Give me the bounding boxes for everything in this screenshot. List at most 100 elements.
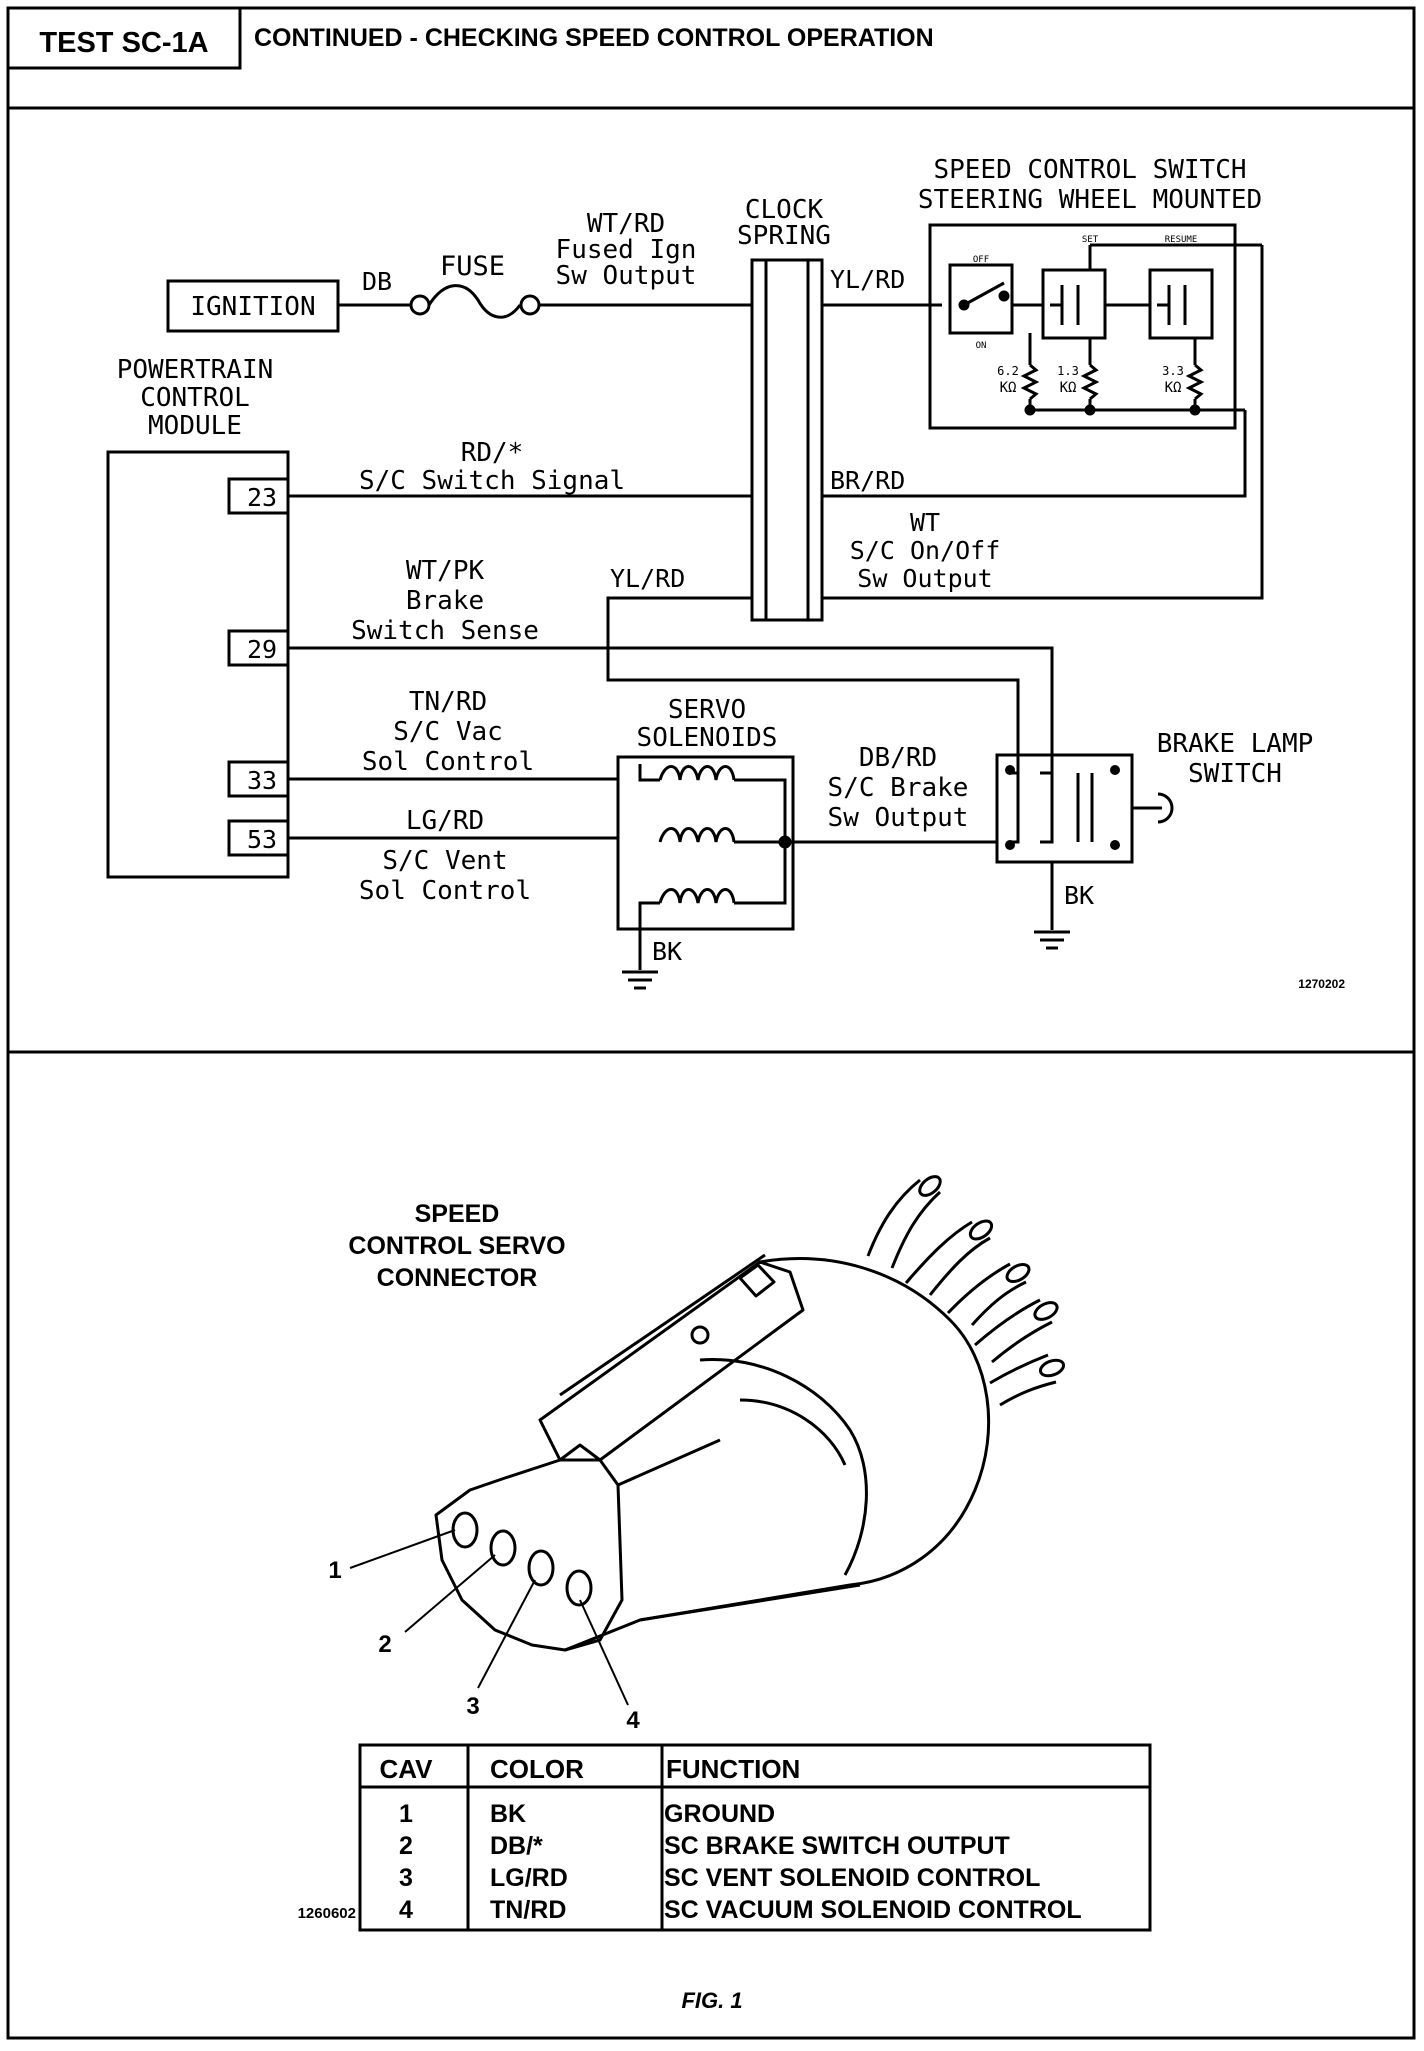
connector-body-bottom bbox=[564, 1583, 861, 1652]
bk-lamp-label: BK bbox=[1064, 881, 1094, 910]
fuse-terminal-right bbox=[519, 294, 541, 316]
figure-label: FIG. 1 bbox=[681, 1988, 742, 2013]
row2-cav: 2 bbox=[399, 1832, 413, 1860]
wire-tube-2b bbox=[928, 1236, 991, 1296]
coil-2 bbox=[658, 827, 736, 843]
fused-wire-line3: Sw Output bbox=[556, 261, 697, 291]
vent-wire-line3: Sol Control bbox=[359, 876, 531, 906]
connector-latch bbox=[538, 1260, 805, 1462]
switch-set-label: SET bbox=[1082, 235, 1099, 245]
callout-4: 4 bbox=[626, 1707, 640, 1734]
callout-2: 2 bbox=[378, 1631, 391, 1658]
onoff-wire-line2: S/C On/Off bbox=[850, 536, 1001, 565]
onoff-wire-line3: Sw Output bbox=[857, 564, 992, 593]
connector-latch-tab bbox=[738, 1263, 776, 1298]
cavity-4 bbox=[565, 1569, 593, 1607]
wire-tube-1a bbox=[866, 1178, 921, 1257]
outer-frame bbox=[6, 6, 1416, 2040]
vac-wire-line2: S/C Vac bbox=[393, 717, 503, 747]
yl-rd-mid-label: YL/RD bbox=[610, 564, 685, 593]
row2-color: DB/* bbox=[490, 1832, 543, 1860]
test-id-box bbox=[6, 6, 242, 70]
coil-3 bbox=[658, 888, 736, 904]
wire-wt-pk bbox=[288, 646, 1054, 773]
pcm-label-line2: CONTROL bbox=[140, 383, 250, 413]
clock-spring-line1: CLOCK bbox=[745, 195, 824, 225]
servo-left-rail-1 bbox=[638, 764, 660, 782]
resistor-3-unit: KΩ bbox=[1165, 380, 1182, 396]
wire-tube-4a bbox=[974, 1298, 1041, 1347]
signal-wire-line1: RD/* bbox=[461, 438, 524, 468]
brake-sense-line3: Switch Sense bbox=[351, 616, 539, 646]
wire-end-4 bbox=[1033, 1301, 1059, 1321]
onoff-wire-line1: WT bbox=[910, 508, 940, 537]
table-row: 4 TN/RD SC VACUUM SOLENOID CONTROL bbox=[399, 1896, 1082, 1924]
brake-sense-line1: WT/PK bbox=[406, 556, 485, 586]
table-row: 1 BK GROUND bbox=[399, 1800, 775, 1828]
vent-wire-line1: LG/RD bbox=[406, 806, 484, 836]
servo-label-line1: SERVO bbox=[668, 695, 746, 725]
row4-cav: 4 bbox=[399, 1896, 413, 1924]
fused-wire-line2: Fused Ign bbox=[556, 235, 697, 265]
pin-29-label: 29 bbox=[247, 635, 277, 664]
brake-dot-1 bbox=[1005, 765, 1015, 775]
res-node-3 bbox=[1189, 404, 1201, 416]
callout-3: 3 bbox=[466, 1693, 479, 1720]
onoff-contact bbox=[998, 290, 1010, 302]
switch-title-line2: STEERING WHEEL MOUNTED bbox=[918, 185, 1262, 215]
signal-wire-line2: S/C Switch Signal bbox=[359, 466, 625, 496]
callout-1-leader bbox=[349, 1529, 456, 1569]
table-row: 3 LG/RD SC VENT SOLENOID CONTROL bbox=[399, 1864, 1040, 1892]
cavity-3 bbox=[527, 1549, 555, 1587]
wire-tube-3a bbox=[946, 1262, 1011, 1315]
vac-wire-line3: Sol Control bbox=[362, 747, 534, 777]
wire-tube-1b bbox=[890, 1190, 942, 1269]
connector-latch-ridge bbox=[559, 1253, 766, 1397]
cavity-2 bbox=[489, 1529, 517, 1567]
res2-zigzag bbox=[1080, 363, 1100, 401]
clock-spring-inner bbox=[764, 258, 810, 622]
connector-title-line3: CONNECTOR bbox=[377, 1264, 538, 1292]
pin-33-label: 33 bbox=[247, 766, 277, 795]
pin-53-label: 53 bbox=[247, 825, 277, 854]
wire-br-rd bbox=[822, 410, 1247, 498]
switch-title-line1: SPEED CONTROL SWITCH bbox=[933, 155, 1246, 185]
yl-rd-top-label: YL/RD bbox=[830, 265, 905, 294]
schematic-fig-code: 1270202 bbox=[1298, 977, 1345, 991]
brake-lamp-dots bbox=[1005, 765, 1120, 850]
table-row: 2 DB/* SC BRAKE SWITCH OUTPUT bbox=[399, 1832, 1010, 1860]
brake-out-line2: S/C Brake bbox=[828, 773, 969, 803]
test-id: TEST SC-1A bbox=[39, 27, 208, 59]
wire-tube-5a bbox=[989, 1353, 1049, 1385]
callout-3-leader bbox=[477, 1579, 536, 1689]
connector-title-line1: SPEED bbox=[415, 1200, 500, 1228]
brake-dot-3 bbox=[1005, 840, 1015, 850]
cavity-1 bbox=[451, 1511, 479, 1549]
connector-boot-inner bbox=[699, 1357, 868, 1576]
bk-servo-label: BK bbox=[652, 937, 682, 966]
clock-spring-line2: SPRING bbox=[737, 221, 831, 251]
table-border bbox=[358, 1743, 1152, 1932]
row1-cav: 1 bbox=[399, 1800, 413, 1828]
vac-wire-line1: TN/RD bbox=[409, 687, 487, 717]
onoff-blade bbox=[963, 281, 1005, 307]
wire-end-5 bbox=[1038, 1358, 1066, 1378]
wire-end-2 bbox=[968, 1219, 994, 1241]
row2-function: SC BRAKE SWITCH OUTPUT bbox=[664, 1832, 1010, 1860]
res-node-2 bbox=[1084, 404, 1096, 416]
wire-db-label: DB bbox=[362, 267, 392, 296]
wire-end-3 bbox=[1005, 1262, 1031, 1284]
table-header-color: COLOR bbox=[490, 1754, 584, 1784]
connector-boot-rib bbox=[739, 1398, 847, 1466]
brake-plunger-tip bbox=[1157, 792, 1174, 824]
row4-color: TN/RD bbox=[490, 1896, 566, 1924]
resistor-3-value: 3.3 bbox=[1162, 364, 1184, 378]
resistor-2-unit: KΩ bbox=[1060, 380, 1077, 396]
resistor-1-unit: KΩ bbox=[1000, 380, 1017, 396]
row1-function: GROUND bbox=[664, 1800, 775, 1828]
connector-wires bbox=[866, 1175, 1066, 1407]
fuse-label: FUSE bbox=[440, 251, 505, 282]
brake-contact-mid bbox=[1040, 771, 1054, 844]
wire-tube-5b bbox=[999, 1380, 1057, 1407]
connector-latch-dot bbox=[690, 1325, 710, 1345]
